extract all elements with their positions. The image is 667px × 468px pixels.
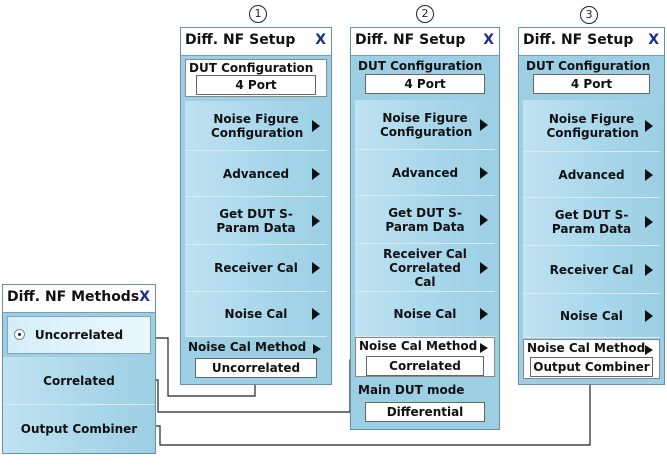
item-label: Noise Cal	[393, 307, 457, 321]
arrow-right-icon	[313, 344, 321, 354]
noise-cal-method-value[interactable]: Correlated	[366, 356, 484, 376]
method-option-label: Uncorrelated	[34, 328, 124, 342]
get-dut-s-param-data-button[interactable]: Get DUT S-Param Data	[355, 196, 495, 244]
get-dut-s-param-data-button[interactable]: Get DUT S-Param Data	[523, 198, 660, 246]
arrow-right-icon	[312, 119, 320, 132]
arrow-right-icon	[480, 308, 488, 320]
noise-cal-method-value[interactable]: Output Combiner	[530, 357, 653, 377]
callout-1: 1	[249, 5, 267, 23]
arrow-right-icon	[312, 308, 320, 320]
dut-configuration-label: DUT Configuration	[526, 59, 651, 73]
close-icon[interactable]: X	[648, 32, 659, 48]
arrow-right-icon	[645, 215, 653, 228]
arrow-right-icon	[312, 167, 320, 180]
item-label: Noise Cal	[224, 307, 288, 321]
dut-configuration-box: DUT Configuration 4 Port	[523, 58, 660, 96]
arrow-right-icon	[645, 345, 653, 355]
advanced-button[interactable]: Advanced	[355, 150, 495, 196]
noise-figure-configuration-button[interactable]: Noise Figure Configuration	[523, 100, 660, 152]
dut-configuration-value[interactable]: 4 Port	[533, 74, 650, 94]
item-label: Noise Figure Configuration	[211, 111, 304, 140]
item-label: Get DUT S-Param Data	[216, 206, 296, 235]
dut-configuration-value[interactable]: 4 Port	[196, 75, 316, 95]
method-option-uncorrelated[interactable]: Uncorrelated	[7, 316, 151, 354]
item-label: Noise Figure Configuration	[546, 111, 639, 140]
receiver-cal-correlated-cal-button[interactable]: Receiver Cal Correlated Cal	[355, 244, 495, 292]
main-dut-mode-box[interactable]: Main DUT mode Differential	[355, 382, 495, 424]
arrow-right-icon	[645, 168, 653, 181]
item-label: Advanced	[222, 166, 290, 181]
panel-title: Diff. NF Methods	[7, 289, 140, 305]
arrow-right-icon	[480, 213, 488, 226]
dut-configuration-box: DUT Configuration 4 Port	[185, 59, 327, 97]
radio-selected-icon	[14, 329, 25, 340]
receiver-cal-button[interactable]: Receiver Cal	[185, 245, 327, 292]
main-dut-mode-value[interactable]: Differential	[365, 402, 485, 422]
noise-figure-configuration-button[interactable]: Noise Figure Configuration	[185, 101, 327, 151]
advanced-button[interactable]: Advanced	[185, 151, 327, 197]
panel-title: Diff. NF Setup	[523, 32, 634, 48]
arrow-right-icon	[480, 261, 488, 274]
item-label: Receiver Cal Correlated Cal	[383, 246, 467, 289]
method-option-label: Output Combiner	[20, 422, 138, 436]
receiver-cal-button[interactable]: Receiver Cal	[523, 246, 660, 294]
arrow-right-icon	[312, 262, 320, 274]
panel-titlebar: Diff. NF Setup X	[519, 28, 664, 56]
noise-cal-method-value[interactable]: Uncorrelated	[195, 358, 317, 378]
callout-2: 2	[416, 5, 434, 23]
method-option-output-combiner[interactable]: Output Combiner	[3, 405, 155, 453]
item-label: Receiver Cal	[214, 261, 298, 275]
item-label: Noise Figure Configuration	[380, 110, 473, 139]
item-label: Receiver Cal	[549, 262, 634, 277]
arrow-right-icon	[645, 309, 653, 322]
panel-titlebar: Diff. NF Methods X	[3, 285, 155, 313]
dut-configuration-label: DUT Configuration	[358, 59, 483, 73]
method-option-label: Correlated	[43, 373, 115, 388]
diff-nf-setup-panel-3: Diff. NF Setup X DUT Configuration 4 Por…	[518, 27, 665, 385]
noise-cal-method-box[interactable]: Noise Cal Method Correlated	[355, 337, 495, 377]
arrow-right-icon	[480, 166, 488, 179]
close-icon[interactable]: X	[483, 32, 494, 48]
noise-cal-button[interactable]: Noise Cal	[355, 292, 495, 337]
dut-configuration-value[interactable]: 4 Port	[365, 74, 485, 94]
main-dut-mode-label: Main DUT mode	[358, 383, 465, 397]
noise-figure-configuration-button[interactable]: Noise Figure Configuration	[355, 100, 495, 150]
item-label: Get DUT S-Param Data	[551, 207, 632, 236]
get-dut-s-param-data-button[interactable]: Get DUT S-Param Data	[185, 197, 327, 245]
diff-nf-setup-panel-1: Diff. NF Setup X DUT Configuration 4 Por…	[180, 27, 332, 385]
arrow-right-icon	[312, 214, 320, 227]
noise-cal-method-box[interactable]: Noise Cal Method Output Combiner	[523, 339, 660, 379]
method-option-correlated[interactable]: Correlated	[3, 357, 155, 405]
item-label: Advanced	[558, 167, 625, 182]
item-label: Get DUT S-Param Data	[385, 205, 465, 234]
arrow-right-icon	[480, 343, 488, 353]
noise-cal-button[interactable]: Noise Cal	[185, 292, 327, 337]
close-icon[interactable]: X	[315, 32, 326, 48]
callout-3: 3	[580, 6, 598, 24]
advanced-button[interactable]: Advanced	[523, 152, 660, 198]
diff-nf-setup-panel-2: Diff. NF Setup X DUT Configuration 4 Por…	[350, 27, 500, 430]
arrow-right-icon	[480, 118, 488, 131]
diff-nf-methods-panel: Diff. NF Methods X Uncorrelated Correlat…	[2, 284, 156, 454]
noise-cal-method-label: Noise Cal Method	[527, 341, 646, 355]
item-label: Noise Cal	[560, 308, 623, 323]
noise-cal-method-label: Noise Cal Method	[359, 339, 478, 353]
noise-cal-method-label: Noise Cal Method	[188, 340, 307, 354]
panel-titlebar: Diff. NF Setup X	[181, 28, 331, 56]
noise-cal-button[interactable]: Noise Cal	[523, 294, 660, 338]
arrow-right-icon	[645, 119, 653, 132]
noise-cal-method-box[interactable]: Noise Cal Method Uncorrelated	[185, 339, 327, 381]
panel-title: Diff. NF Setup	[185, 32, 296, 48]
dut-configuration-box: DUT Configuration 4 Port	[355, 58, 495, 96]
item-label: Advanced	[391, 165, 459, 180]
panel-titlebar: Diff. NF Setup X	[351, 28, 499, 56]
close-icon[interactable]: X	[139, 289, 150, 305]
panel-title: Diff. NF Setup	[355, 32, 466, 48]
arrow-right-icon	[645, 263, 653, 276]
dut-configuration-label: DUT Configuration	[189, 61, 314, 75]
